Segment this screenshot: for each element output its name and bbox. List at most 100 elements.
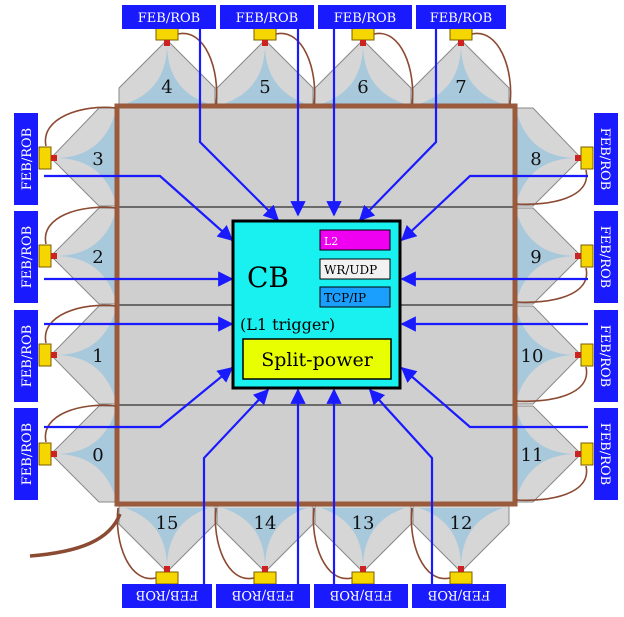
connector-bottom-13 <box>351 571 375 585</box>
feb-label-right-10: FEB/ROB <box>597 325 612 387</box>
fan-top-4-inner <box>125 44 209 104</box>
segment-number-8: 8 <box>530 149 541 170</box>
cable-right-9 <box>515 267 588 304</box>
fan-left-3-inner <box>55 114 115 200</box>
connector-bottom-15 <box>155 571 179 585</box>
connector-top-7-tip <box>458 40 464 46</box>
arrow-top-7 <box>358 24 438 222</box>
connector-top-5-tip <box>262 40 268 46</box>
fan-right-10-inner <box>517 312 577 398</box>
feb-label-top-4: FEB/ROB <box>138 11 200 26</box>
cable-bottom-14 <box>214 507 255 580</box>
feb-labels-right: FEB/ROB FEB/ROB FEB/ROB FEB/ROB <box>594 113 618 500</box>
cable-left-0 <box>44 404 117 443</box>
cb-box: CB L2 WR/UDP TCP/IP (L1 trigger) Split-p… <box>231 219 402 390</box>
segment-number-1: 1 <box>92 346 103 367</box>
feb-box-bottom-12 <box>412 584 506 608</box>
l1-trigger-label: (L1 trigger) <box>240 315 335 334</box>
connector-top-7 <box>449 27 473 41</box>
connector-left-0 <box>38 442 52 466</box>
arrow-right-8 <box>400 174 588 242</box>
connector-right-8-tip <box>575 155 581 161</box>
cable-right-8 <box>515 169 588 206</box>
connector-bottom-12-tip <box>458 566 464 572</box>
cable-left-2 <box>44 206 117 245</box>
cable-top-7 <box>471 32 512 105</box>
segment-number-0: 0 <box>92 445 103 466</box>
segment-number-11: 11 <box>521 445 544 466</box>
segment-numbers: 4 5 6 7 15 14 13 12 3 2 1 0 8 9 10 11 <box>92 77 543 534</box>
connector-left-3 <box>38 146 52 170</box>
connector-bottom-13-tip <box>360 566 366 572</box>
fan-top-6-inner <box>321 44 405 104</box>
connector-top-6 <box>351 27 375 41</box>
arrow-bottom-12 <box>368 388 434 586</box>
fan-bottom-15-inner <box>125 508 209 568</box>
cable-right-11 <box>515 465 588 502</box>
connector-right-9-tip <box>575 253 581 259</box>
cable-bottom-12 <box>410 507 451 580</box>
connector-right-11-tip <box>575 451 581 457</box>
fan-top-7-inner <box>419 44 503 104</box>
tcp-ip-box <box>319 286 391 308</box>
feb-label-left-3: FEB/ROB <box>20 128 35 190</box>
cable-top-4 <box>177 32 218 105</box>
feb-labels-top: FEB/ROB FEB/ROB FEB/ROB FEB/ROB <box>122 5 506 29</box>
feb-box-right-11 <box>594 408 618 500</box>
arrow-left-0 <box>44 367 234 429</box>
l2-box <box>319 229 391 251</box>
cable-loops <box>44 32 588 580</box>
arrow-bottom-15 <box>202 388 270 586</box>
feb-box-bottom-13 <box>314 584 408 608</box>
feb-label-left-0: FEB/ROB <box>20 423 35 485</box>
feb-label-bottom-14: FEB/ROB <box>232 587 294 602</box>
feb-box-left-2 <box>14 211 38 303</box>
connector-right-9 <box>580 244 594 268</box>
wr-udp-label: WR/UDP <box>324 263 377 277</box>
split-power-label: Split-power <box>261 349 373 371</box>
fan-right-11-inner <box>517 412 577 496</box>
feb-label-bottom-13: FEB/ROB <box>330 587 392 602</box>
fan-bottom-12-inner <box>419 508 503 568</box>
feb-label-left-2: FEB/ROB <box>20 226 35 288</box>
feb-label-top-6: FEB/ROB <box>334 11 396 26</box>
connector-left-1-tip <box>51 352 57 358</box>
outer-frame <box>114 103 518 507</box>
tcp-ip-label: TCP/IP <box>324 291 366 305</box>
feb-box-left-1 <box>14 310 38 402</box>
cable-top-6 <box>373 32 414 105</box>
cable-left-1 <box>44 304 117 344</box>
connector-right-10 <box>580 343 594 367</box>
segment-number-4: 4 <box>161 77 172 98</box>
l2-label: L2 <box>324 235 338 248</box>
feb-box-left-0 <box>14 408 38 500</box>
signal-arrows <box>44 24 588 586</box>
feb-box-top-4 <box>122 5 216 29</box>
cable-bottom-13 <box>312 507 353 580</box>
feb-box-bottom-14 <box>216 584 310 608</box>
segment-number-2: 2 <box>92 247 103 268</box>
fan-top-5-inner <box>223 44 307 104</box>
fan-left-2-inner <box>55 214 115 298</box>
feb-box-top-5 <box>220 5 314 29</box>
connector-top-4 <box>155 27 179 41</box>
connector-right-8 <box>580 146 594 170</box>
cable-left-3 <box>44 106 117 147</box>
segment-number-6: 6 <box>357 77 368 98</box>
feb-labels-bottom: FEB/ROB FEB/ROB FEB/ROB FEB/ROB <box>122 584 506 608</box>
feb-label-top-7: FEB/ROB <box>430 11 492 26</box>
right-fans <box>514 107 582 503</box>
connector-left-1 <box>38 343 52 367</box>
connector-top-6-tip <box>360 40 366 46</box>
segment-number-9: 9 <box>530 247 541 268</box>
fan-right-9-inner <box>517 214 577 298</box>
feb-box-top-6 <box>318 5 412 29</box>
connector-right-10-tip <box>575 352 581 358</box>
cb-title: CB <box>247 261 289 294</box>
connector-bottom-12 <box>449 571 473 585</box>
feb-box-right-8 <box>594 113 618 205</box>
segment-number-14: 14 <box>254 513 277 534</box>
fan-bottom-13-inner <box>321 508 405 568</box>
connector-top-4-tip <box>164 40 170 46</box>
connector-top-5 <box>253 27 277 41</box>
